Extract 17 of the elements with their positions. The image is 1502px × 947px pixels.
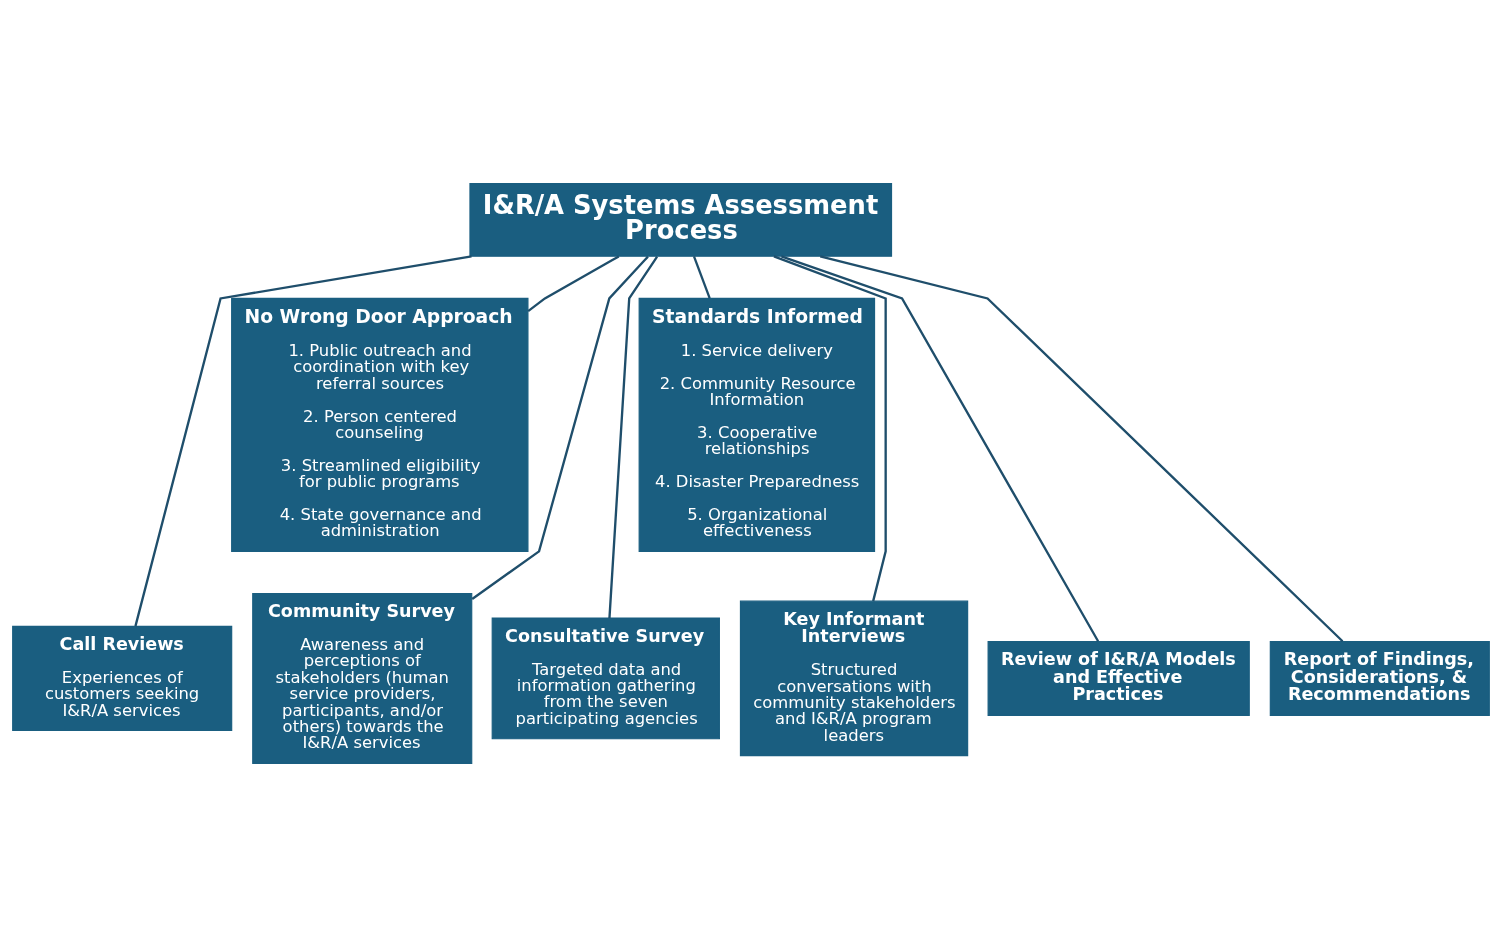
connector [692, 256, 711, 299]
node-box: Standards Informed 1. Service delivery 2. Community Resource Information 3. Cooperative relationships 4. Disaster Preparedness 5. Organizational effectiveness [638, 297, 876, 552]
connector [134, 255, 472, 627]
node-box: Report of Findings, Considerations, & Recommendations [1269, 640, 1490, 716]
node-box: Review of I&R/A Models and Effective Practices [987, 640, 1250, 716]
connector [527, 255, 620, 313]
connector [608, 256, 659, 619]
connector [773, 255, 887, 602]
node-box: Community Survey Awareness and perceptions of stakeholders (human service providers, participants, and/or others) towards the I&R/A services [252, 592, 473, 764]
node-box: Key Informant Interviews Structured conversations with community stakeholders and I&R/A program leaders [739, 600, 969, 757]
node-box: Consultative Survey Targeted data and information gathering from the seven participating agencies [491, 617, 720, 740]
connector [819, 255, 1344, 643]
node-box: I&R/A Systems Assessment Process [469, 183, 893, 257]
connector [471, 255, 649, 600]
node-box: Call Reviews Experiences of customers seeking I&R/A services [12, 625, 233, 732]
connector [780, 255, 1100, 642]
node-box: No Wrong Door Approach 1. Public outreach and coordination with key referral sources 2. Person centered counseling 3. Streamlined eligibility for public programs 4. State governance and administration [231, 297, 529, 552]
